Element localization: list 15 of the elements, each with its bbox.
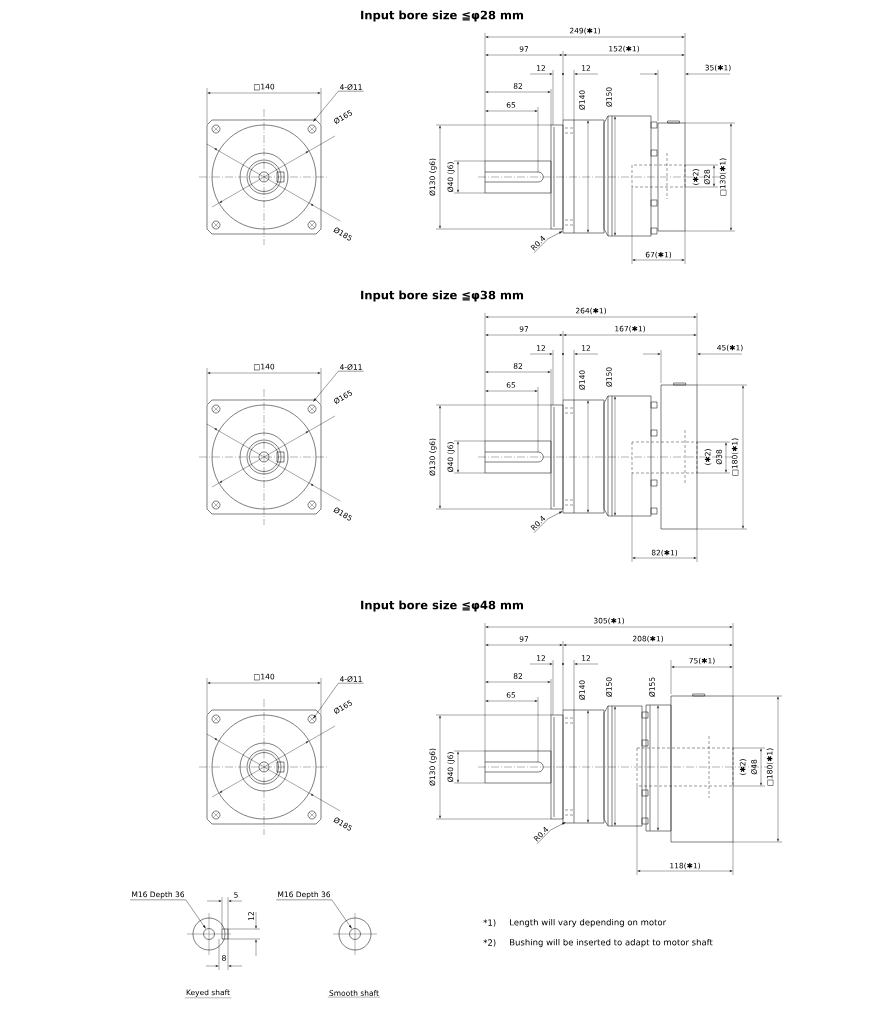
- leader-line: [313, 683, 339, 719]
- note-text: Bushing will be inserted to adapt to motor shaft: [510, 938, 713, 948]
- leader-line: [185, 899, 206, 929]
- leader-line: [313, 371, 339, 402]
- note-marker: *1): [483, 919, 496, 927]
- leader-line: [536, 822, 566, 844]
- section-heading: Input bore size ≦φ48 mm: [361, 600, 524, 612]
- section-heading: Input bore size ≦φ28 mm: [361, 10, 524, 22]
- leader-line: [331, 899, 352, 929]
- note-marker: *2): [483, 939, 496, 947]
- leader-line: [313, 91, 339, 122]
- leader-line: [533, 231, 563, 253]
- section-heading: Input bore size ≦φ38 mm: [361, 290, 524, 302]
- note-text: Length will vary depending on motor: [510, 918, 667, 928]
- leader-line: [533, 511, 563, 533]
